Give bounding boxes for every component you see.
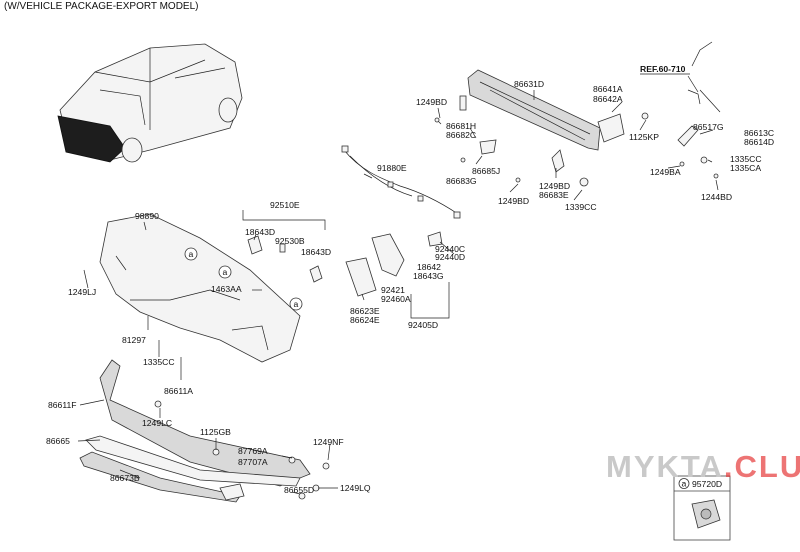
part-label: 1249BD [539,181,570,191]
watermark-prefix: MYKTA [606,449,724,484]
part-label: 86682C [446,130,476,140]
part-label: 86681H [446,121,476,131]
part-label: 1335CC [730,154,762,164]
part-label: 86613C [744,128,774,138]
part-label: 81297 [122,335,146,345]
part-label: 86683E [539,190,569,200]
part-label: 18643D [245,227,275,237]
part-label: 86611A [164,386,193,396]
part-label: 86655D [284,485,314,495]
part-label: 92530B [275,236,305,246]
part-label: 92440D [435,252,465,262]
part-label: 1249LJ [68,287,96,297]
callout-circle [218,265,232,279]
watermark-suffix: .CLUB [723,449,800,484]
part-label: 18643D [301,247,331,257]
part-label: 1249LQ [340,483,371,493]
part-label: 86624E [350,315,380,325]
bumper-beam [434,69,649,187]
part-label: 92510E [270,200,300,210]
callout-circle [184,247,198,261]
callout-markers: a a a [184,247,303,311]
part-label: 86673B [110,473,140,483]
inset-box: a 95720D [673,475,731,541]
bumper-cover [99,213,301,363]
part-label: 86611F [48,400,77,410]
callout-letter: a [189,249,194,259]
part-label: 98890 [135,211,159,221]
part-label: 1125KP [629,132,659,142]
part-label: 1125GB [200,427,231,437]
side-bracket [677,41,721,179]
callout-letter: a [223,267,228,277]
part-label: 1335CC [143,357,175,367]
part-label: 87769A [238,446,268,456]
part-label: 86641A [593,84,623,94]
part-label: 1244BD [701,192,732,202]
part-label: 86614D [744,137,774,147]
ref-text: REF.60-710 [640,64,686,74]
reference-label: REF.60-710 [640,64,699,93]
rear-bumper-highlight [57,115,126,163]
part-label: 92460A [381,294,411,304]
wiring-harness [341,145,461,219]
inset-callout-letter: a [682,479,687,489]
watermark: MYKTA.CLUB [606,449,800,485]
inset-part-label: 95720D [692,479,722,489]
part-label: 92440C [435,244,465,254]
callout-circle [289,297,303,311]
part-labels: 86631D 86641A 86642A 1249BD 86681H 86682… [46,79,774,495]
header-note: (W/VEHICLE PACKAGE-EXPORT MODEL) [4,1,199,12]
part-label: 86517G [693,122,724,132]
part-label: 1249LC [142,418,172,428]
part-label: 86683G [446,176,477,186]
car-thumbnail [57,43,243,163]
lower-trim [79,359,330,503]
part-label: 1249BD [498,196,529,206]
part-label: 18643G [413,271,444,281]
part-label: 87707A [238,457,268,467]
part-label: 86665 [46,436,70,446]
part-label: 18642 [417,262,441,272]
part-label: 1339CC [565,202,597,212]
callout-letter: a [294,299,299,309]
part-label: 86685J [472,166,500,176]
part-label: 92421 [381,285,405,295]
part-label: 86642A [593,94,623,104]
part-label: 86631D [514,79,544,89]
part-label: 1249BA [650,167,681,177]
part-label: 1335CA [730,163,761,173]
leader-lines [77,90,719,495]
part-label: 1463AA [211,284,242,294]
part-label: 1249BD [416,97,447,107]
part-label: 1249NF [313,437,344,447]
part-label: 91880E [377,163,407,173]
part-label: 92405D [408,320,438,330]
part-label: 86623E [350,306,380,316]
